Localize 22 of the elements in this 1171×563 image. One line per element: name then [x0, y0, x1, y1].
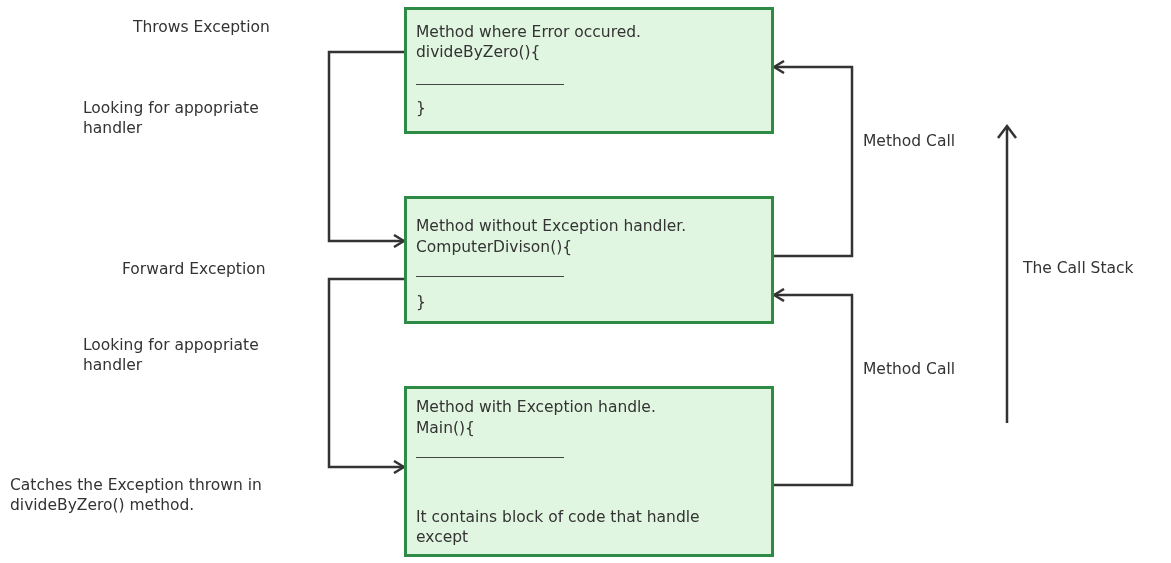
arrow [772, 59, 854, 258]
method-description: Method without Exception handler. [416, 216, 687, 236]
code-line: divideByZero(){ [416, 42, 541, 62]
method-box [404, 386, 774, 557]
method-description: Method with Exception handle. [416, 397, 656, 417]
closing-brace: } [416, 98, 426, 118]
method-box [404, 7, 774, 134]
annotation-text: Forward Exception [122, 259, 267, 279]
annotation-text: Throws Exception [133, 17, 271, 37]
annotation-text: Looking for appopriate handler [83, 98, 260, 138]
arrow [327, 277, 406, 475]
code-line: ComputerDivison(){ [416, 237, 573, 257]
closing-brace: } [416, 292, 426, 312]
code-line: Main(){ [416, 418, 475, 438]
axis-label: The Call Stack [1023, 258, 1135, 278]
arrow [327, 50, 406, 249]
method-description: Method where Error occured. [416, 22, 641, 42]
annotation-text: Looking for appopriate handler [83, 335, 260, 375]
arrow [772, 287, 854, 487]
description-text: It contains block of code that handle except [416, 507, 701, 547]
annotation-text: Catches the Exception thrown in divideByZero() method. [10, 475, 263, 515]
method-box [404, 196, 774, 324]
